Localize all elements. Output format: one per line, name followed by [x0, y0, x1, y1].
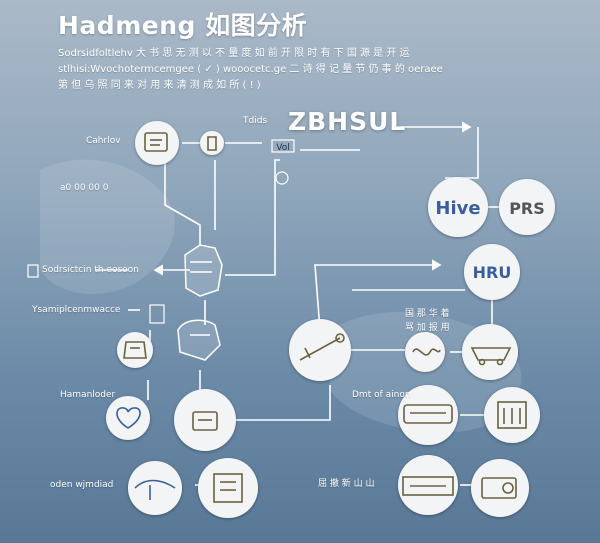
node-circle-conveyor: [398, 385, 458, 445]
node-circle-pump: [471, 459, 529, 517]
hive-node-text: Hive: [435, 198, 480, 219]
tray-icon: [470, 347, 512, 366]
node-circle-hru: [464, 244, 520, 300]
mask-icon: [123, 341, 147, 359]
monitor-icon: [144, 132, 168, 152]
label-right-bottom: 屈 撤 新 山 山: [318, 479, 375, 489]
label-left-top: Cahrlov: [86, 136, 121, 146]
label-left-mid1: Sodrsictcin th eosoon: [42, 265, 139, 275]
furnace-icon: [402, 476, 454, 496]
icons: [116, 132, 527, 503]
subtitle-line-1: Sodrsidfoltlehv 大 书 思 无 测 以 不 量 度 如 前 开 …: [58, 48, 410, 59]
nodes: [106, 121, 555, 518]
node-circle-heart: [106, 396, 150, 440]
wrench-icon: [299, 333, 345, 361]
doc-icon: [27, 264, 39, 278]
label-left-bottom: oden wjmdiad: [50, 480, 114, 490]
page-title: Hadmeng 如图分析: [58, 11, 308, 40]
node-circle-wrench: [289, 319, 351, 381]
heart-icon: [116, 407, 141, 429]
node-circle-mask: [117, 332, 153, 368]
hub-machine-sketch-icon: [177, 244, 223, 361]
label-right-upper2: 骂 加 报 用: [405, 323, 450, 333]
gear-icon: [275, 171, 289, 185]
label-left-row2: a0 00 00 0: [60, 183, 109, 193]
bird-icon: [134, 479, 176, 500]
doc-icons: [27, 139, 295, 324]
flask-small-text: Vol: [276, 143, 289, 153]
node-circle-server: [198, 458, 258, 518]
doc-icon: [149, 304, 165, 324]
node-circle-left-top: [135, 121, 179, 165]
header-big-code: ZBHSUL: [288, 107, 407, 136]
header-tag-small: Tdids: [243, 116, 268, 126]
card-icon: [192, 411, 218, 431]
node-circle-bird: [128, 461, 182, 515]
node-circle-coil: [405, 332, 445, 372]
flask-icon: [207, 136, 217, 151]
label-right-upper: 国 那 华 着: [405, 309, 450, 319]
node-circle-tray: [462, 324, 518, 380]
node-circle-prs: [499, 179, 555, 235]
label-left-lower: Hamanloder: [60, 390, 116, 400]
rack-icon: [497, 401, 527, 429]
subtitle-line-2: stlhisi:Wvochotermcemgee ( ✓ ) wooocetc.…: [58, 64, 443, 75]
subtitle-line-3: 第 但 乌 照 同 来 对 用 来 清 测 成 如 所 ( ! ): [58, 80, 261, 91]
label-right-mid: Dmt of ainon: [352, 390, 411, 400]
hru-node-text: HRU: [473, 263, 512, 282]
prs-node-text: PRS: [509, 199, 545, 218]
node-circle-hive: [428, 177, 488, 237]
label-left-mid2: Ysamiplcenmwacce: [32, 305, 121, 315]
conveyor-icon: [403, 404, 453, 424]
node-circle-furnace: [398, 455, 458, 515]
doc-icon: [271, 139, 295, 153]
pump-icon: [481, 477, 517, 499]
server-icon: [213, 473, 243, 503]
node-circle-flask: [200, 131, 224, 155]
coil-icon: [412, 348, 441, 356]
